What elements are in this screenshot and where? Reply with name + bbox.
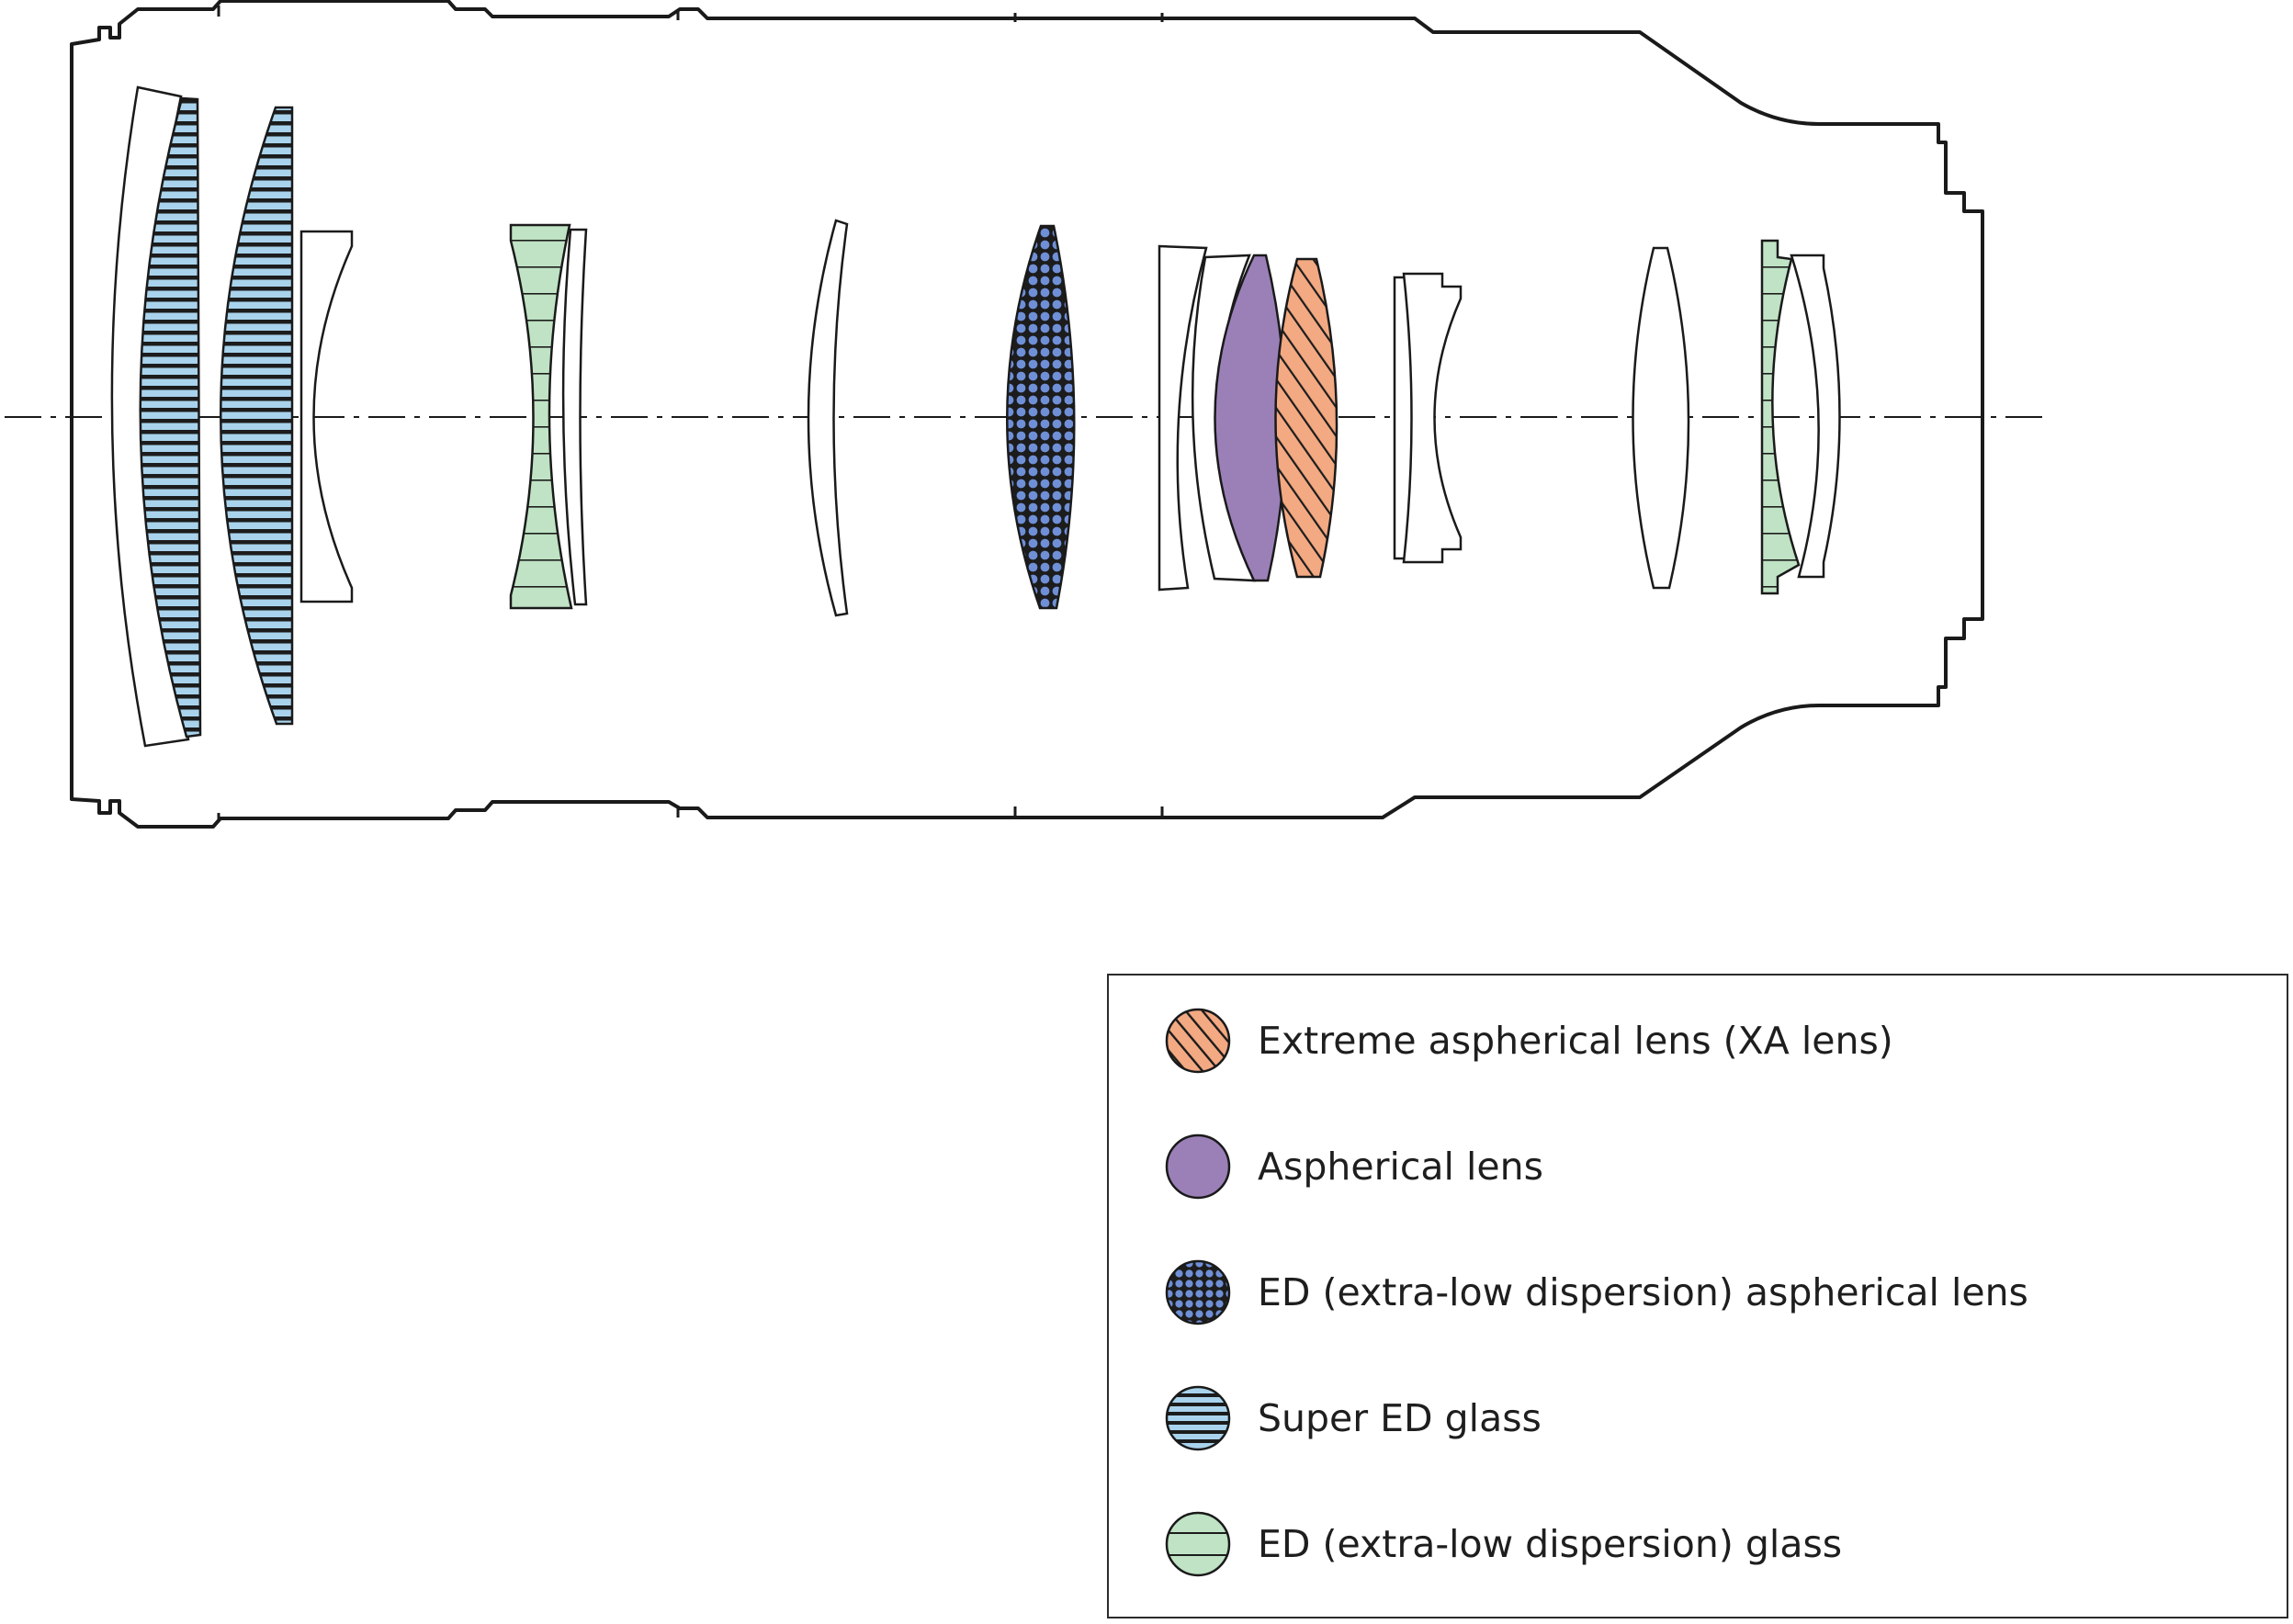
xa-lens-swatch-icon [1165,1008,1231,1074]
legend-box: Extreme aspherical lens (XA lens) Aspher… [1107,974,2288,1618]
legend-label-ed: ED (extra-low dispersion) glass [1258,1522,1843,1566]
lens-barrel-outline [70,0,1984,829]
lens-element-7 [807,219,849,617]
lens-element-5-ed [509,223,573,610]
barrel-tick-marks [217,6,1164,822]
legend-label-aspherical: Aspherical lens [1258,1145,1543,1189]
lens-element-8-ed-aspherical [1006,224,1076,610]
legend-label-xa: Extreme aspherical lens (XA lens) [1258,1019,1893,1063]
legend-item-super-ed: Super ED glass [1164,1382,1542,1455]
lens-element-4 [299,230,354,603]
legend-label-super-ed: Super ED glass [1258,1396,1542,1440]
lens-element-6 [561,228,588,606]
legend-item-aspherical: Aspherical lens [1164,1130,1543,1203]
super-ed-glass-swatch-icon [1165,1385,1231,1451]
ed-aspherical-lens-swatch-icon [1165,1259,1231,1325]
ed-glass-swatch-icon [1165,1511,1231,1577]
legend-label-ed-aspherical: ED (extra-low dispersion) aspherical len… [1258,1270,2028,1314]
legend-item-ed-aspherical: ED (extra-low dispersion) aspherical len… [1164,1256,2028,1329]
lens-element-14 [1402,272,1463,564]
lens-element-9 [1158,244,1208,592]
aspherical-lens-swatch-icon [1165,1133,1231,1200]
lens-element-2-super-ed [139,96,202,739]
lens-element-16-ed [1760,239,1801,595]
lens-element-12-xa [1274,257,1339,579]
lens-element-17 [1790,254,1841,579]
lens-element-3-super-ed [220,106,294,726]
legend-item-ed: ED (extra-low dispersion) glass [1164,1507,1842,1581]
legend-item-xa: Extreme aspherical lens (XA lens) [1164,1004,1893,1077]
lens-element-15 [1632,246,1690,590]
